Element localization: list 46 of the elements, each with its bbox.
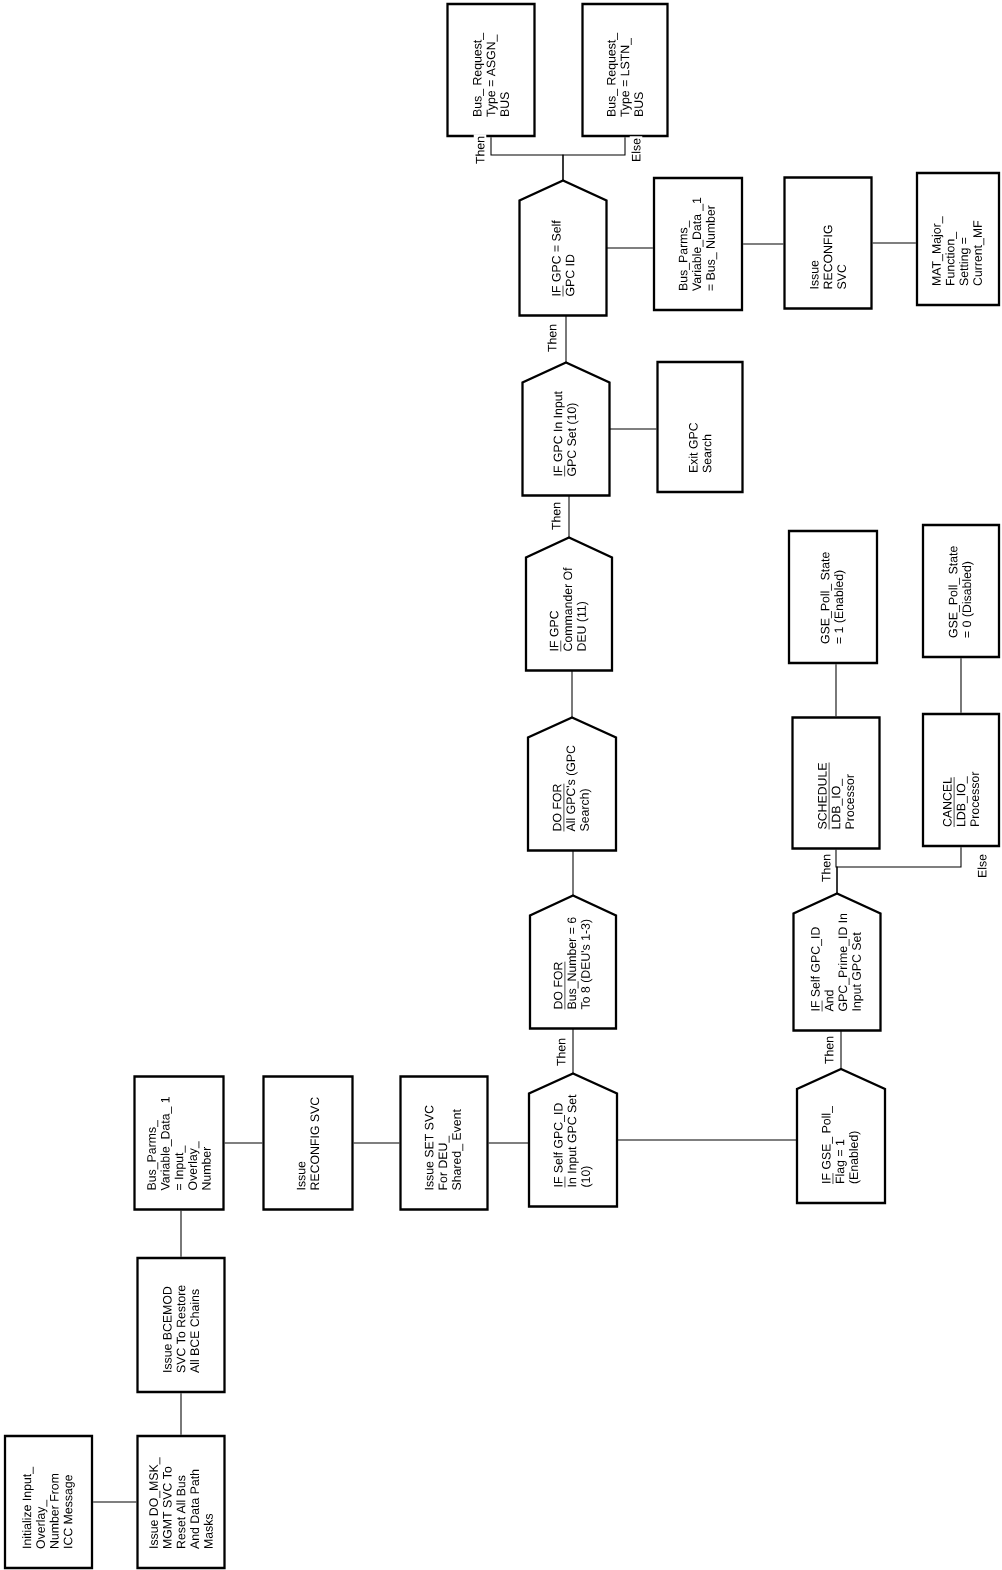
- edge-label: Then: [554, 1036, 568, 1068]
- edge-label: Then: [473, 134, 487, 166]
- process-box: Bus_ Request_ Type = LSTN_ BUS: [581, 2, 669, 138]
- edge-label: Then: [549, 500, 563, 532]
- connector-line: [836, 846, 962, 894]
- process-box: GSE_Poll_ State = 0 (Disabled): [921, 523, 1001, 659]
- decision-pentagon: DO FOR Bus_Number = 6 To 8 (DEU's 1-3): [528, 894, 618, 1030]
- edge-label: Else: [975, 852, 989, 880]
- connector-line: [616, 1139, 798, 1141]
- process-box: Bus_Parms_ Variable_Data _1 = Bus_ Number: [652, 176, 744, 312]
- edge-label: Else: [629, 136, 643, 164]
- edge-label: Then: [819, 852, 833, 884]
- connector-line: [872, 242, 917, 244]
- connector-line: [572, 1028, 574, 1074]
- process-box: Exit GPC Search: [656, 360, 744, 494]
- process-box: Issue DO_MSK_ MGMT SVC To Reset All Bus And Data Path Masks: [136, 1434, 226, 1570]
- connector-line: [224, 1142, 263, 1144]
- connector-line: [92, 1501, 137, 1503]
- process-box: Issue BCEMOD SVC To Restore All BCE Chains: [136, 1256, 226, 1394]
- edge-label: Then: [822, 1034, 836, 1066]
- process-box: Issue RECONFIG SVC: [262, 1075, 354, 1211]
- process-box: SCHEDULE LDB_IO_ Processor: [791, 716, 881, 850]
- connector-line: [568, 495, 570, 538]
- process-box: MAT_Major_ Function_ Setting = Current_MF: [915, 171, 1001, 307]
- connector-line: [571, 670, 573, 718]
- connector-line: [960, 657, 962, 714]
- decision-pentagon: DO FOR All GPC's (GPC Search): [526, 716, 618, 852]
- process-box: GSE_Poll_ State = 1 (Enabled): [787, 529, 879, 665]
- connector-line: [572, 850, 574, 896]
- connector-line: [565, 315, 567, 363]
- process-box: Issue SET SVC For DEU_ Shared_ Event: [399, 1075, 489, 1211]
- connector-line: [180, 1392, 182, 1436]
- process-box: Initialize Input_ Overlay_ Number From ICC Message: [3, 1434, 94, 1570]
- connector-line: [840, 1030, 842, 1070]
- connector-line: [835, 663, 837, 717]
- connector-line: [353, 1142, 400, 1144]
- connector-line: [180, 1210, 182, 1258]
- connector-line: [742, 243, 784, 245]
- connector-line: [606, 247, 654, 249]
- process-box: CANCEL LDB_IO_ Processor: [921, 712, 1001, 848]
- connector-line: [488, 1142, 530, 1144]
- connector-line: [562, 136, 626, 181]
- process-box: Issue RECONFIG SVC: [783, 176, 873, 310]
- process-box: Bus_Parms_ Variable_Data_ 1 = Input_ Overlay_ Number: [133, 1075, 225, 1211]
- connector-line: [609, 428, 657, 430]
- edge-label: Then: [545, 322, 559, 354]
